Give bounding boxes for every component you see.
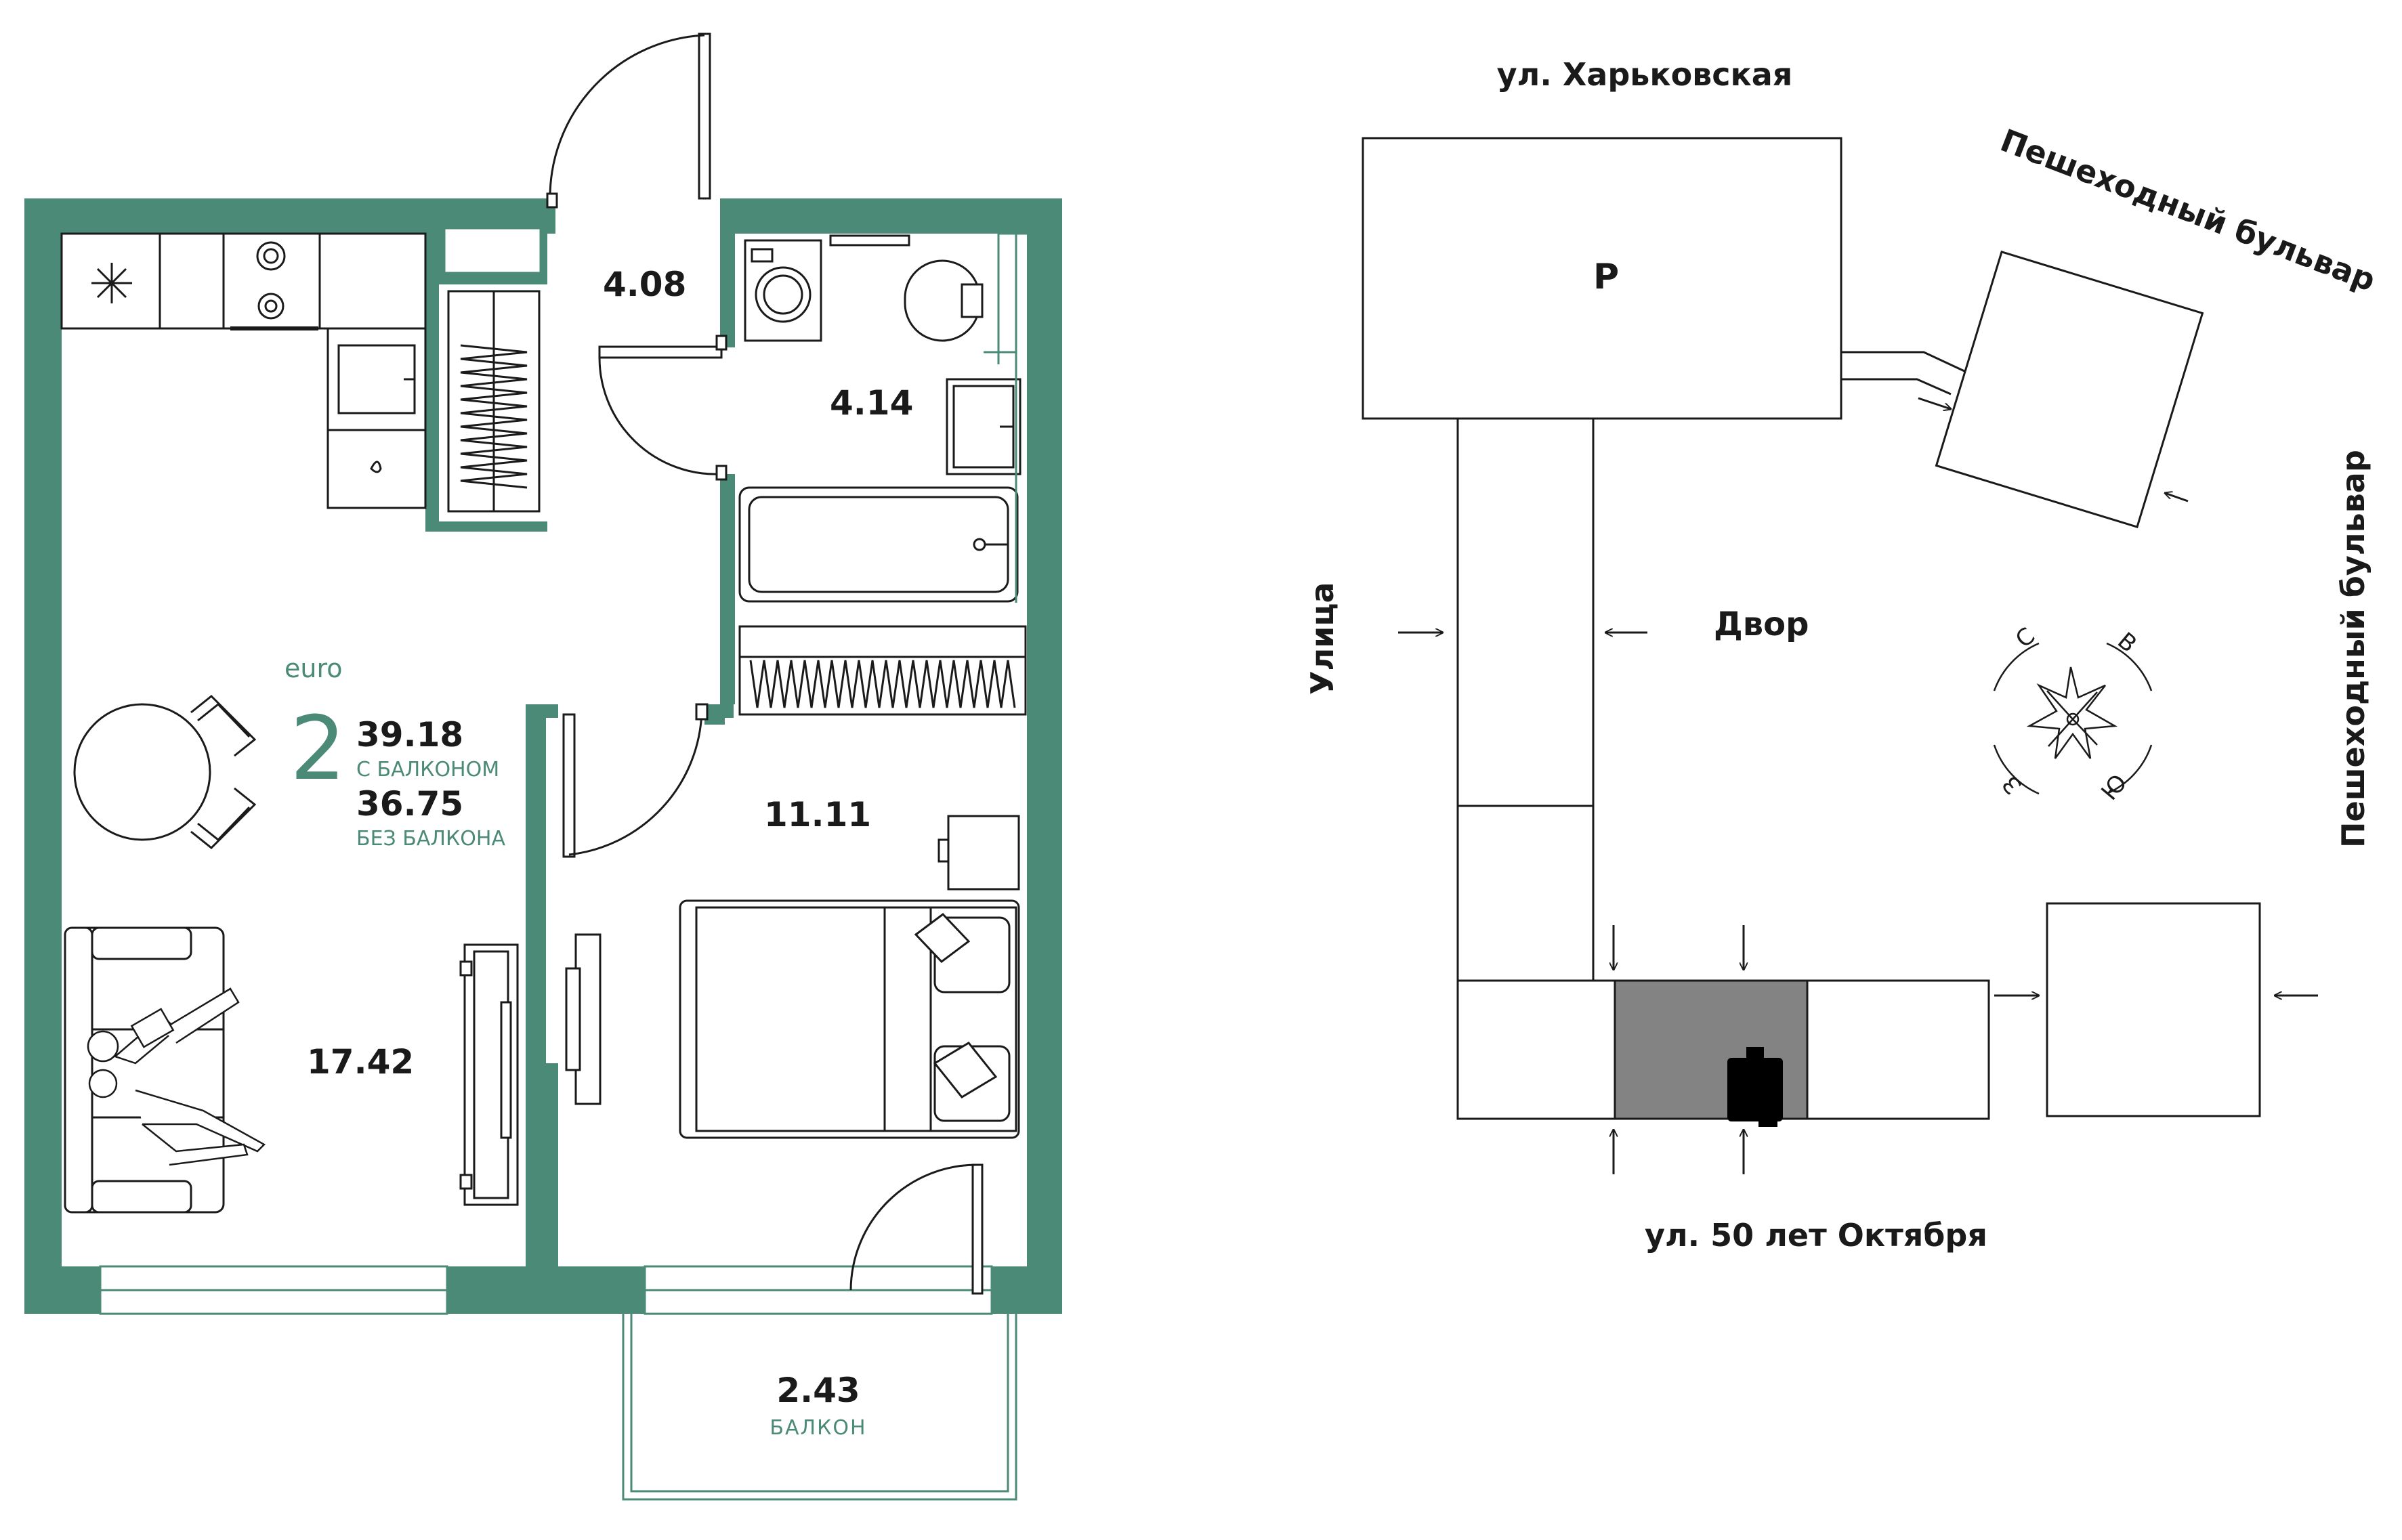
- outer-wall-right: [1027, 198, 1062, 1314]
- radiator: [738, 625, 1027, 716]
- floor-plan: 4.08 4.14 11.11 17.42 2.43 БАЛКОН euro 2…: [24, 33, 1062, 1501]
- street-left-label: Улица: [1304, 582, 1341, 695]
- parking-label: P: [1593, 257, 1619, 297]
- site-plan: [1362, 137, 2261, 1120]
- dining-table: [73, 694, 257, 850]
- arrow-icon: [2165, 493, 2189, 502]
- entrance-arrows: [1398, 397, 2318, 1174]
- entrance-door[interactable]: [546, 33, 711, 209]
- arrow-icon: [1918, 397, 1951, 409]
- wall-bathroom-left: [720, 198, 735, 347]
- with-balcony-label: С БАЛКОНОМ: [356, 758, 499, 782]
- area-label-hallway: 4.08: [603, 265, 686, 304]
- apartment-type-prefix: euro: [285, 654, 343, 683]
- area-label-living-kitchen: 17.42: [307, 1042, 414, 1082]
- balcony-label: БАЛКОН: [770, 1416, 866, 1440]
- building-left-wing-upper: [1456, 417, 1595, 807]
- window-bedroom: [644, 1265, 993, 1315]
- sofa: [64, 926, 225, 1214]
- area-without-balcony: 36.75: [356, 784, 463, 824]
- bathroom-fixtures: [738, 234, 1021, 603]
- outer-wall-bottom-right: [992, 1266, 1062, 1314]
- without-balcony-label: БЕЗ БАЛКОНА: [356, 827, 505, 851]
- wall-bedroom-door-gap: [546, 718, 560, 1070]
- yard-label: Двор: [1714, 605, 1809, 643]
- bathroom-wall-green: [984, 232, 1027, 603]
- building-south-left: [1456, 979, 1616, 1120]
- balcony-wall-left: [547, 1266, 645, 1314]
- street-bottom-label: ул. 50 лет Октября: [1645, 1217, 1987, 1254]
- compass-rose-icon: [1993, 642, 2153, 795]
- compass-south: Ю: [2096, 769, 2132, 806]
- bed: [679, 815, 1020, 1139]
- street-top-label: ул. Харьковская: [1497, 56, 1793, 93]
- bedroom-door[interactable]: [562, 703, 709, 858]
- area-label-bathroom: 4.14: [830, 383, 913, 423]
- area-label-bedroom: 11.11: [764, 795, 871, 834]
- wall-bathroom-left-lower: [720, 474, 735, 704]
- window-kitchen-top: [443, 227, 542, 274]
- outer-wall-top-right: [720, 198, 1062, 234]
- boulevard-building: [1935, 251, 2204, 528]
- walkway: [1841, 351, 1965, 395]
- balcony-door[interactable]: [849, 1163, 984, 1295]
- compass-east: В: [2112, 627, 2142, 658]
- area-with-balcony: 39.18: [356, 715, 463, 754]
- building-south-right: [1806, 979, 1990, 1120]
- window-living: [99, 1265, 448, 1315]
- building-east: [2046, 902, 2261, 1117]
- tv-stand-living: [459, 943, 519, 1206]
- wall-bedroom-left-lower: [526, 1063, 558, 1266]
- person-reading: [87, 987, 266, 1166]
- bathroom-door[interactable]: [598, 335, 728, 481]
- apartment-marker-icon: [1727, 1047, 1783, 1127]
- parking-building: [1362, 137, 1842, 420]
- balcony: [622, 1314, 1017, 1501]
- tv-stand-bedroom: [565, 933, 602, 1105]
- apartment-rooms-count: 2: [290, 697, 346, 800]
- snowflake-icon: [91, 263, 132, 303]
- boulevard-right-label: Пешеходный бульвар: [2335, 450, 2372, 848]
- kitchen-counter: [60, 232, 427, 509]
- compass-north: С: [2010, 622, 2040, 654]
- closet-rack: [447, 290, 541, 513]
- area-label-balcony: 2.43: [776, 1371, 860, 1410]
- wall-bedroom-right-stub: [1027, 704, 1062, 711]
